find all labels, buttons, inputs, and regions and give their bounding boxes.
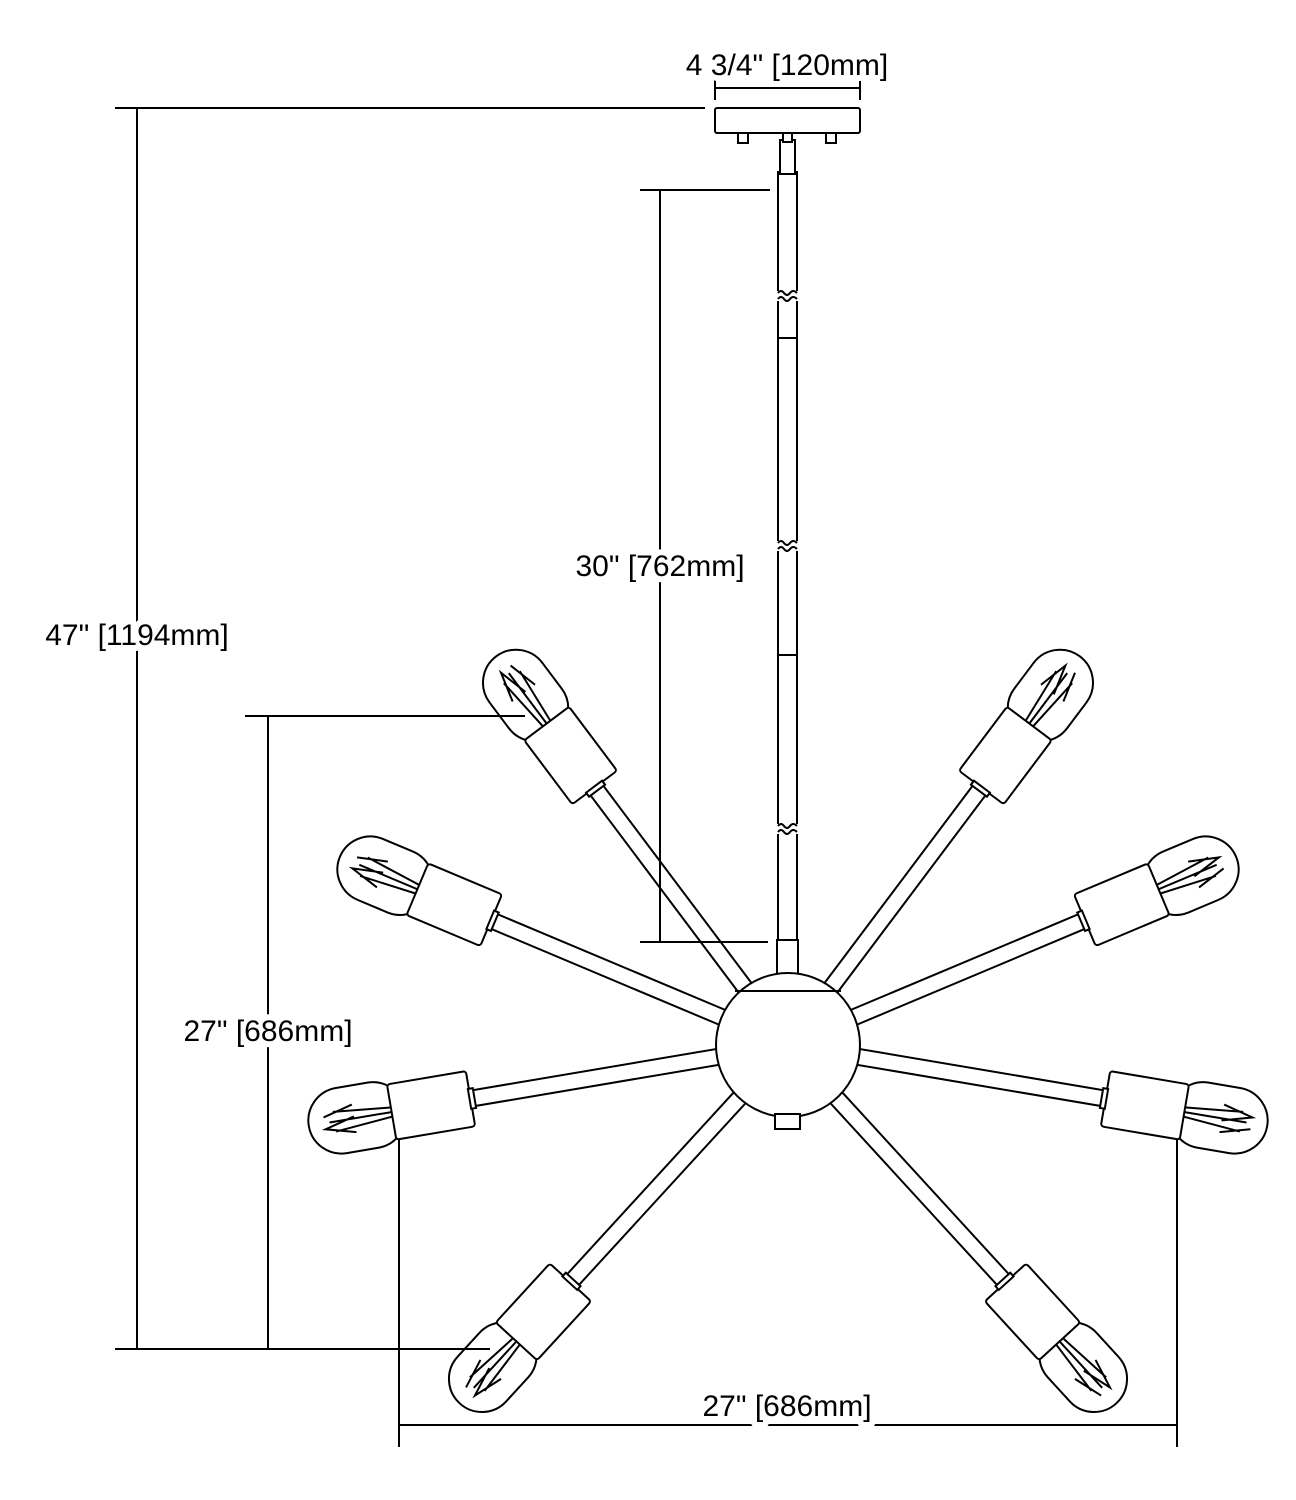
fixture-height-label: 27" [686mm] [183,1015,352,1048]
break-mark [777,290,798,296]
arm-rod [821,1082,1013,1290]
filament [1021,662,1076,733]
arm [816,648,1094,1004]
arms [307,648,1269,1413]
filament [321,1103,400,1134]
center-sphere [715,972,861,1130]
finial [774,1113,801,1130]
arm [307,1045,732,1155]
arm [482,648,760,1004]
rod-coupling [779,139,796,175]
arm [838,835,1240,1031]
filament [498,664,555,733]
arm [447,1082,755,1413]
canopy-width-label: 4 3/4" [120mm] [686,49,888,82]
filament [465,1332,525,1399]
arm [336,835,738,1031]
socket [1100,1070,1190,1141]
arm [844,1045,1269,1155]
arm-rod [844,1045,1108,1108]
overall-height-label: 47" [1194mm] [45,619,229,652]
arm [821,1082,1129,1413]
arm-rod [468,1045,732,1108]
break-mark [777,540,798,546]
arm-rod [563,1082,755,1290]
canopy [714,107,861,144]
filament [348,856,426,897]
fixture-width-label: 27" [686mm] [702,1390,871,1423]
break-mark [777,823,798,829]
filament [1051,1332,1113,1397]
filament [1150,855,1225,897]
stem [776,127,799,975]
rod-collar [776,939,799,975]
filament [1176,1103,1257,1134]
socket [386,1070,476,1141]
rod-length-label: 30" [762mm] [575,550,744,583]
dimension-lines [115,80,1178,1447]
